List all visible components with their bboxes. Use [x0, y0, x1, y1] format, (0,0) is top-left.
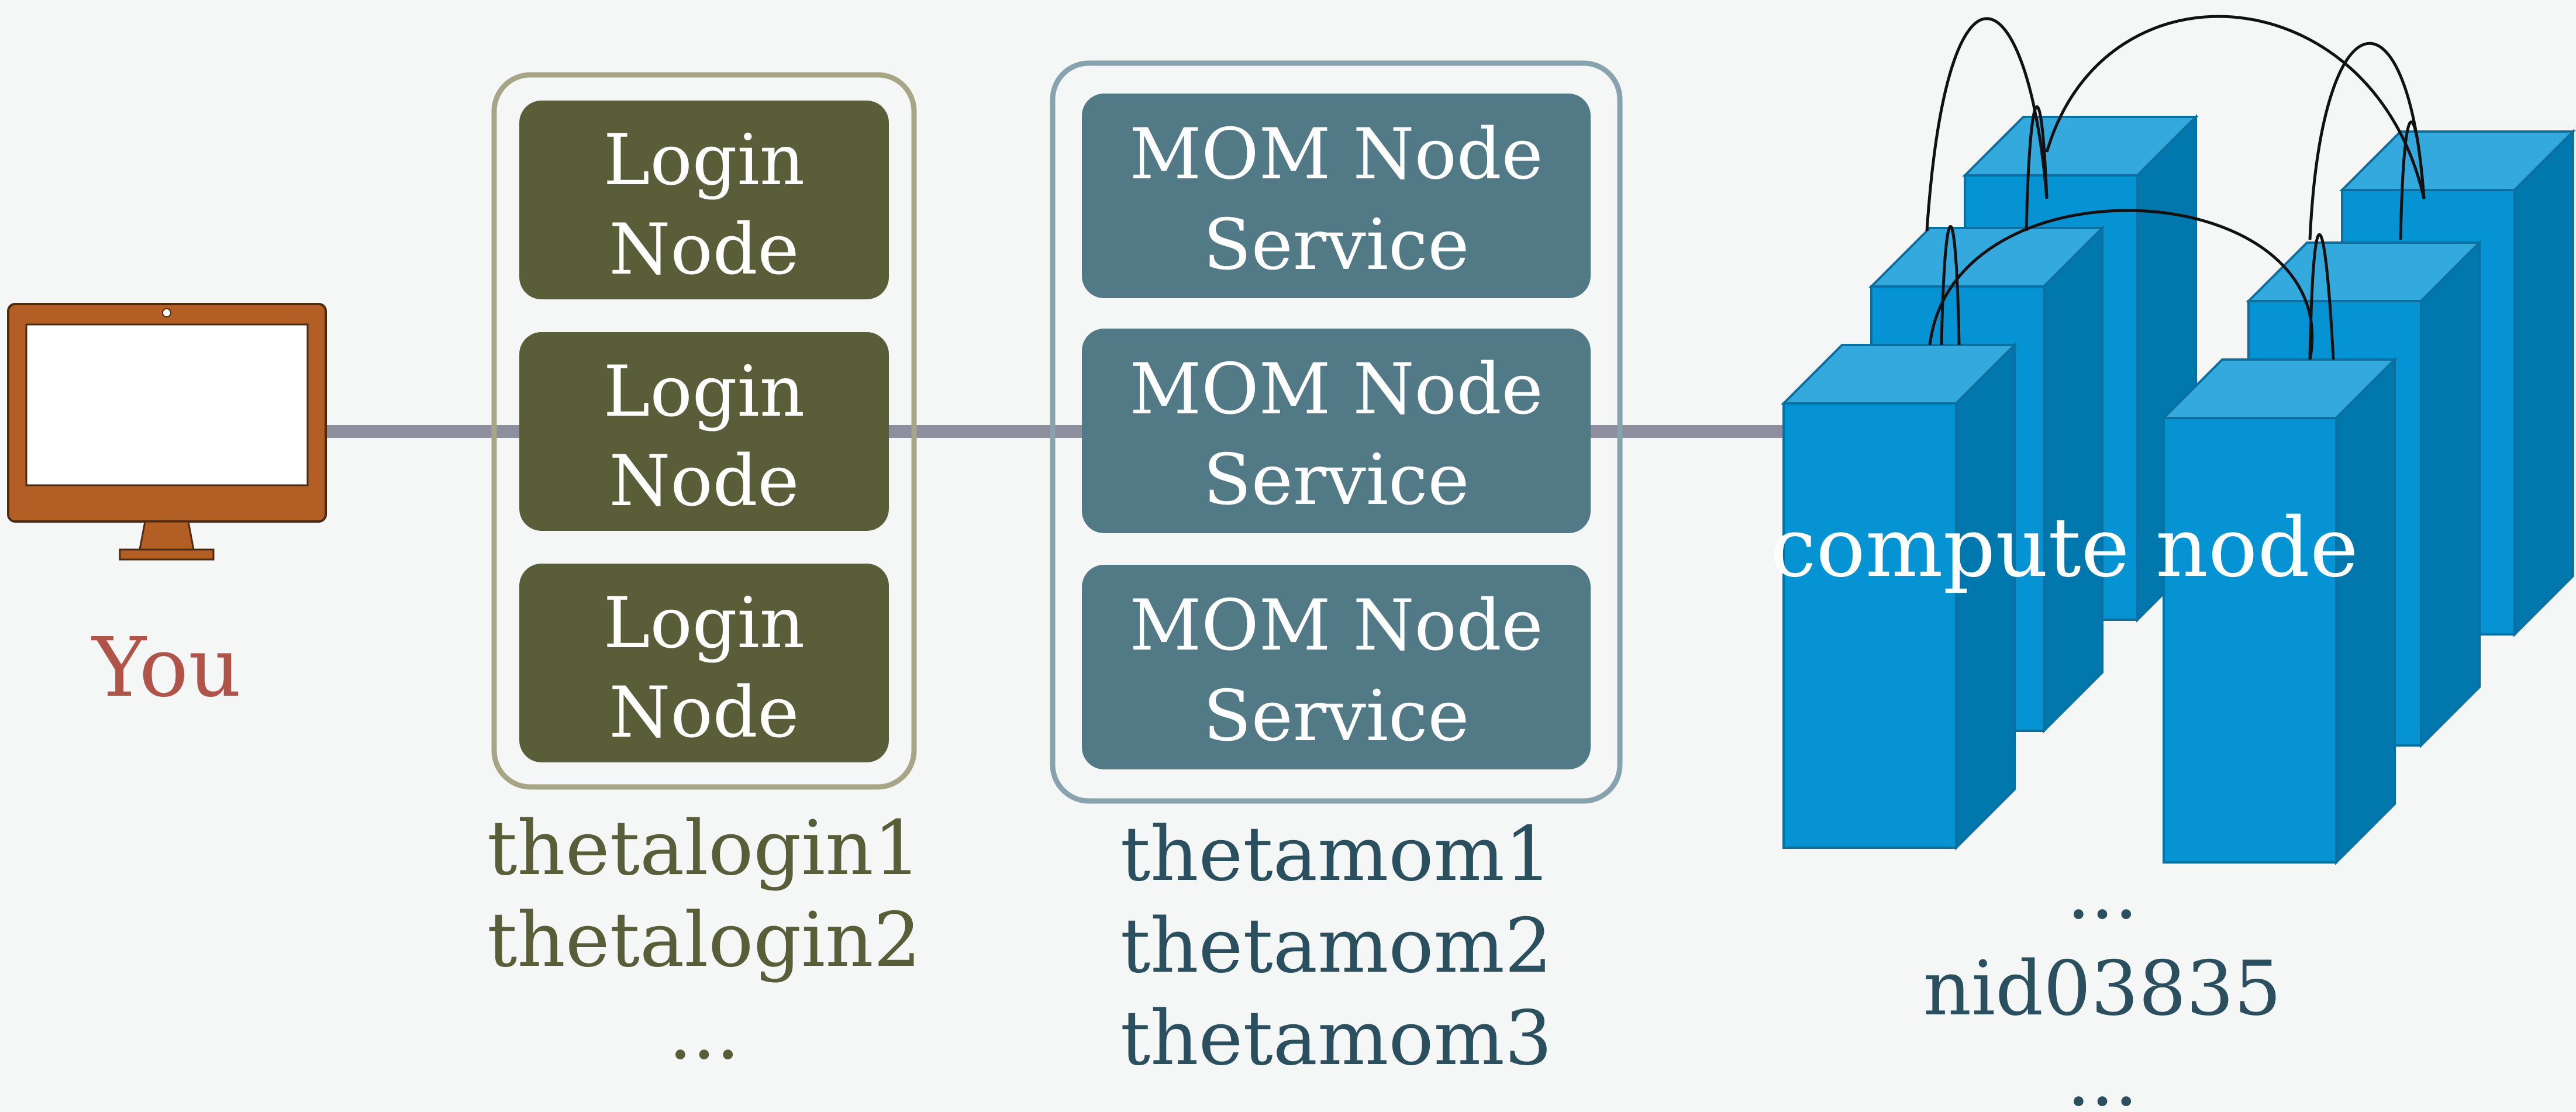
login-host-ellipsis: ... — [668, 989, 740, 1076]
mom-node-1: MOM Node Service — [1082, 94, 1591, 298]
mom-host-3: thetamom3 — [1120, 995, 1553, 1082]
mom-node-3-line1: MOM Node — [1129, 585, 1543, 666]
monitor-icon — [7, 303, 327, 561]
login-host-2: thetalogin2 — [487, 897, 921, 984]
mom-host-2: thetamom2 — [1120, 903, 1553, 990]
mom-node-3-line2: Service — [1203, 676, 1470, 757]
mom-node-2-line2: Service — [1203, 440, 1470, 521]
mom-node-1-line2: Service — [1203, 205, 1470, 286]
login-node-2: Login Node — [519, 332, 889, 531]
compute-host-ellipsis-bottom: ... — [2067, 1036, 2138, 1112]
login-node-1-line2: Node — [609, 209, 799, 291]
login-node-3: Login Node — [519, 564, 889, 762]
compute-towers — [1781, 114, 2576, 865]
client-label: You — [91, 620, 242, 716]
mom-node-3: MOM Node Service — [1082, 565, 1591, 769]
compute-host-id: nid03835 — [1923, 945, 2282, 1032]
login-host-1: thetalogin1 — [487, 805, 921, 892]
login-group-frame — [491, 72, 917, 790]
login-node-3-line1: Login — [604, 583, 805, 664]
mom-node-2: MOM Node Service — [1082, 329, 1591, 533]
interconnect-links — [1925, 15, 2426, 360]
login-node-1: Login Node — [519, 101, 889, 299]
server-tower-icon — [2161, 357, 2398, 865]
mom-host-1: thetamom1 — [1120, 811, 1553, 898]
login-node-2-line2: Node — [609, 441, 799, 522]
compute-node-label: compute node — [1770, 500, 2358, 596]
compute-host-ellipsis-top: ... — [2067, 849, 2138, 936]
mom-node-2-line1: MOM Node — [1129, 349, 1543, 430]
login-node-2-line1: Login — [604, 351, 805, 433]
login-node-1-line1: Login — [604, 120, 805, 201]
login-node-3-line2: Node — [609, 672, 799, 754]
server-tower-icon — [1781, 342, 2018, 851]
mom-node-1-line1: MOM Node — [1129, 114, 1543, 195]
mom-group-frame — [1050, 60, 1623, 804]
